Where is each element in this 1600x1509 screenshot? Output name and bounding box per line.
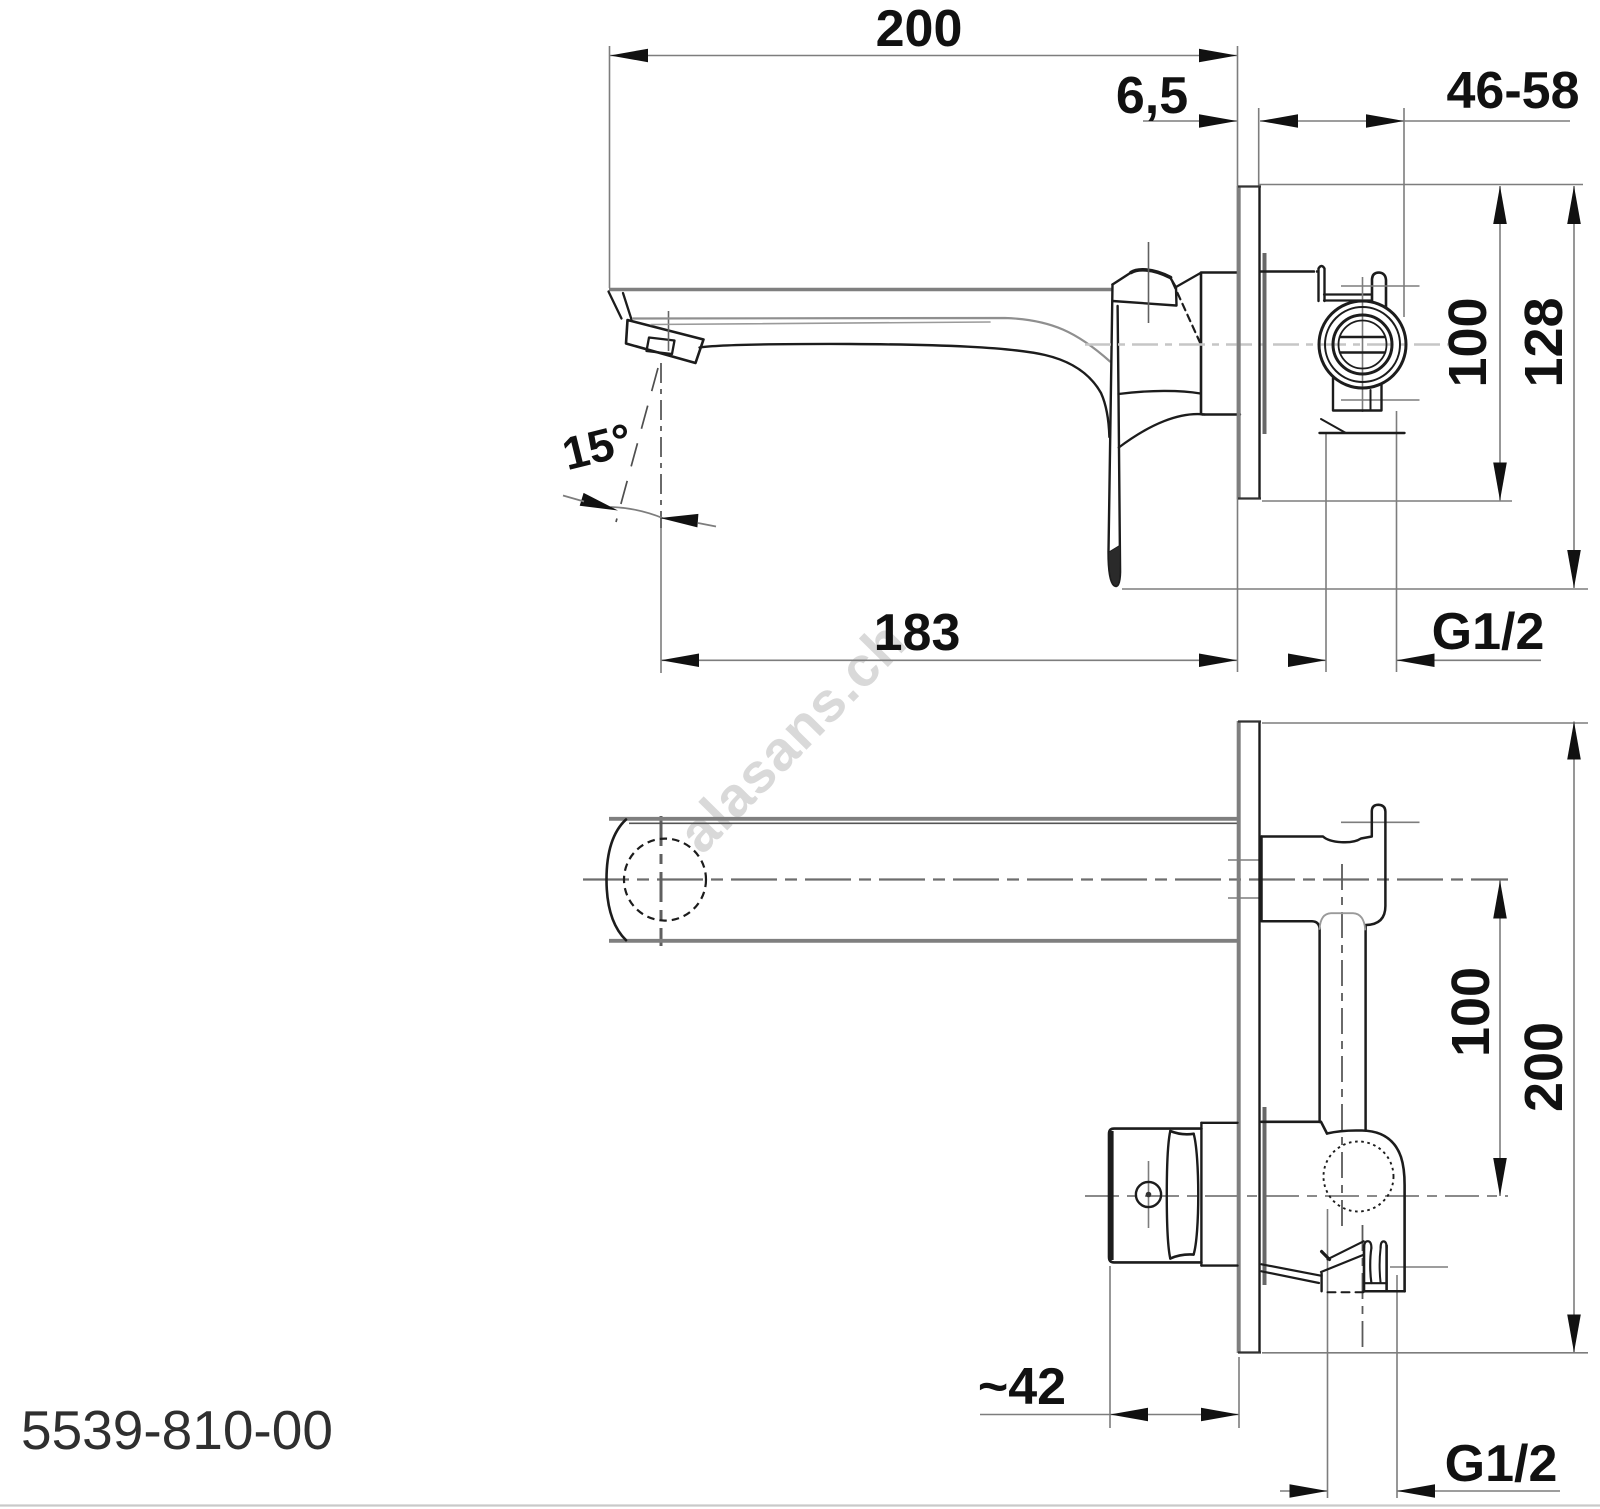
svg-text:200: 200 — [1514, 1022, 1574, 1112]
svg-text:G1/2: G1/2 — [1445, 1435, 1558, 1493]
svg-text:~42: ~42 — [978, 1358, 1066, 1416]
svg-text:46-58: 46-58 — [1447, 62, 1580, 120]
svg-text:G1/2: G1/2 — [1432, 603, 1545, 661]
svg-text:100: 100 — [1438, 297, 1498, 387]
svg-text:128: 128 — [1514, 297, 1574, 387]
svg-text:100: 100 — [1441, 967, 1501, 1057]
svg-text:200: 200 — [876, 0, 963, 58]
svg-text:183: 183 — [874, 604, 961, 662]
svg-text:5539-810-00: 5539-810-00 — [21, 1399, 333, 1461]
svg-text:6,5: 6,5 — [1116, 67, 1188, 125]
